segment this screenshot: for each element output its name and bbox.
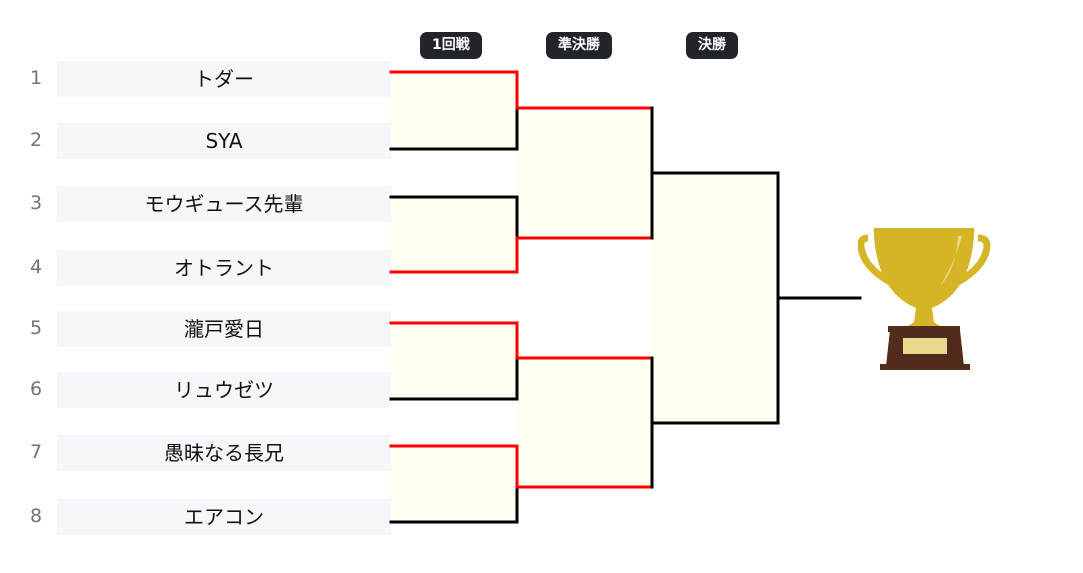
player-name[interactable]: モウギュース先輩 <box>57 186 391 222</box>
seed-number: 2 <box>29 129 43 151</box>
seed-number: 5 <box>29 317 43 339</box>
match-area <box>391 323 517 399</box>
match-area <box>391 446 517 522</box>
player-name[interactable]: エアコン <box>57 499 391 535</box>
player-name[interactable]: トダー <box>57 61 391 97</box>
player-name[interactable]: 瀧戸愛日 <box>57 311 391 347</box>
round-label-final: 決勝 <box>686 32 738 59</box>
round-label-1: 1回戦 <box>420 32 482 59</box>
seed-number: 4 <box>29 256 43 278</box>
seed-number: 7 <box>29 441 43 463</box>
match-area <box>517 108 652 238</box>
round-label-semifinal: 準決勝 <box>546 32 612 59</box>
seed-number: 8 <box>29 505 43 527</box>
seed-number: 3 <box>29 192 43 214</box>
seed-number: 6 <box>29 378 43 400</box>
trophy-icon <box>858 228 991 370</box>
player-name[interactable]: SYA <box>57 123 391 159</box>
match-area <box>391 197 517 272</box>
player-name[interactable]: 愚昧なる長兄 <box>57 435 391 471</box>
seed-number: 1 <box>29 67 43 89</box>
match-area <box>652 173 778 423</box>
match-area <box>517 358 652 487</box>
player-name[interactable]: オトラント <box>57 250 391 286</box>
player-name[interactable]: リュウゼツ <box>57 372 391 408</box>
match-area <box>391 72 517 149</box>
